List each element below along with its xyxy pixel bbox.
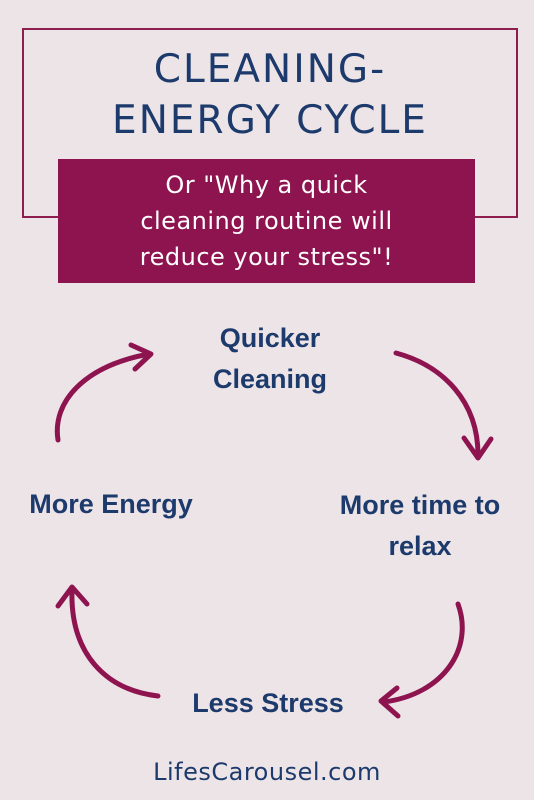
subtitle-line-2: cleaning routine will [140, 207, 393, 235]
node-label-line: More time to [339, 490, 501, 520]
subtitle-banner: Or "Why a quick cleaning routine will re… [58, 159, 475, 283]
cycle-node-less-stress: Less Stress [192, 688, 344, 718]
curved-arrow-icon [378, 601, 465, 719]
subtitle-line-1: Or "Why a quick [165, 171, 368, 199]
node-label-line: Cleaning [212, 364, 327, 394]
cycle-node-quicker-cleaning: Quicker Cleaning [170, 318, 370, 400]
curved-arrow-icon [393, 350, 494, 461]
site-url: LifesCarousel.com [153, 758, 381, 786]
title-line-2: ENERGY CYCLE [112, 98, 428, 143]
node-label-line: Quicker [219, 323, 321, 353]
cycle-node-more-energy: More Energy [29, 489, 193, 519]
title-line-1: CLEANING- [153, 47, 387, 92]
subtitle-line-3: reduce your stress"! [139, 243, 394, 271]
node-label-line: relax [388, 531, 452, 561]
cycle-node-more-time-to-relax: More time to relax [308, 485, 532, 567]
curved-arrow-icon [54, 342, 154, 443]
curved-arrow-icon [55, 584, 161, 699]
page-title: CLEANING- ENERGY CYCLE [22, 44, 518, 146]
subtitle-text: Or "Why a quick cleaning routine will re… [140, 167, 393, 275]
